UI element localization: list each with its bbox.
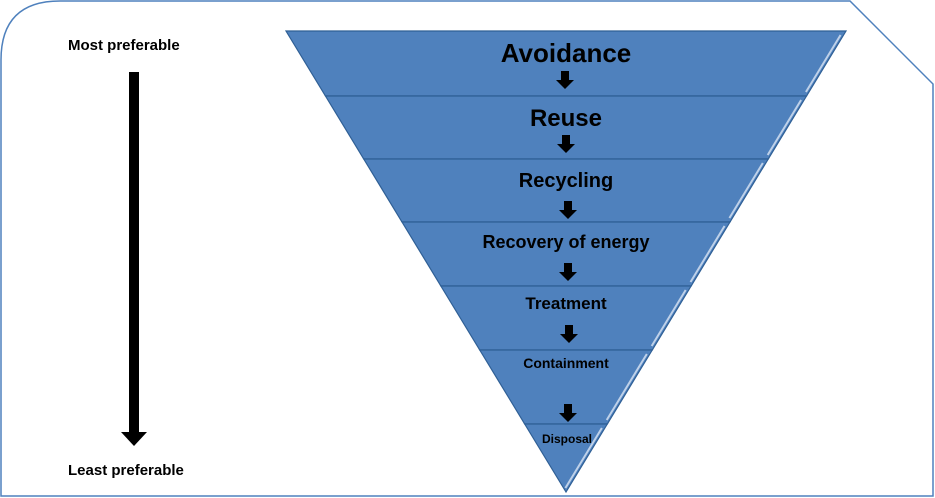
- tier-label-1: Avoidance: [501, 38, 632, 68]
- tier-edge-highlight-1: [805, 34, 842, 93]
- tier-connector-arrow-3: [559, 201, 577, 219]
- tier-band-7: [523, 423, 609, 494]
- most-preferable-label: Most preferable: [68, 37, 180, 54]
- hierarchy-tiers: [284, 30, 848, 494]
- tier-label-3: Recycling: [519, 170, 613, 192]
- tier-label-4: Recovery of energy: [482, 232, 649, 252]
- tier-edge-highlight-6: [605, 353, 648, 421]
- tier-connector-arrow-1: [556, 71, 574, 89]
- tier-connector-arrow-6: [559, 404, 577, 422]
- preference-arrow: [121, 72, 147, 446]
- tier-edge-highlight-7: [564, 427, 603, 489]
- least-preferable-label: Least preferable: [68, 462, 184, 479]
- tier-edge-highlight-3: [728, 162, 764, 219]
- tier-edge-highlight-4: [689, 225, 726, 283]
- tier-edge-highlight-2: [766, 99, 802, 156]
- tier-connector-arrows: [556, 71, 578, 422]
- tier-edge-highlight-5: [650, 289, 687, 347]
- tier-label-5: Treatment: [525, 294, 607, 313]
- tier-label-7: Disposal: [542, 432, 592, 446]
- tier-label-2: Reuse: [530, 105, 602, 132]
- tier-connector-arrow-4: [559, 263, 577, 281]
- tier-label-6: Containment: [523, 355, 609, 371]
- tier-connector-arrow-2: [557, 135, 575, 153]
- tier-connector-arrow-5: [560, 325, 578, 343]
